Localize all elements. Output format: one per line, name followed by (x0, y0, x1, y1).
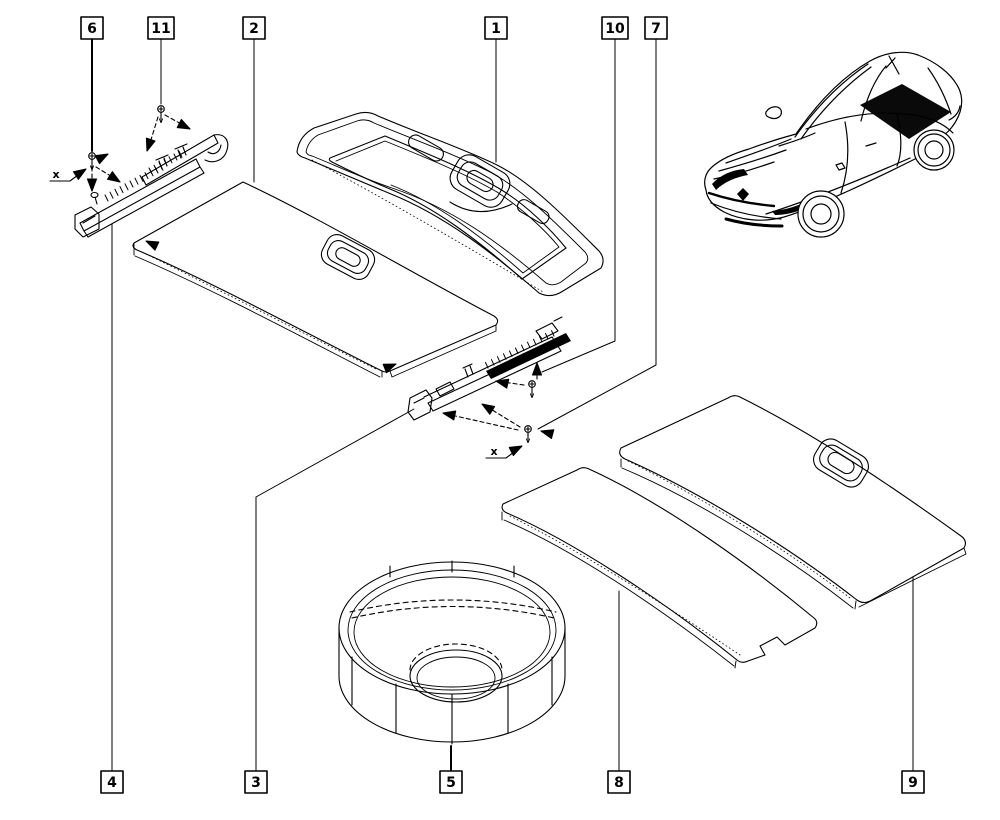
fixing-marker-left: x (49, 164, 90, 182)
panel-handle (813, 438, 869, 488)
rear-wheel (913, 129, 955, 171)
brand-diamond (737, 188, 749, 201)
arrow-icon (86, 178, 98, 192)
rail-foot (74, 206, 100, 238)
svg-text:1: 1 (491, 21, 501, 37)
rail-foot (407, 389, 433, 421)
liner-seams (351, 560, 553, 745)
callout-11[interactable]: 11 (147, 16, 175, 40)
svg-text:11: 11 (151, 21, 170, 37)
arrow-icon (531, 362, 543, 376)
callout-10[interactable]: 10 (601, 16, 629, 40)
callout-3[interactable]: 3 (244, 770, 268, 794)
arrow-icon (94, 149, 111, 165)
cargo-area-highlight (860, 84, 951, 139)
svg-text:5: 5 (446, 775, 456, 791)
leader-lines (91, 38, 914, 772)
callout-7[interactable]: 7 (644, 16, 668, 40)
callout-1[interactable]: 1 (484, 16, 508, 40)
fixing-marker-x-left: x (52, 168, 59, 181)
rail-hook (204, 134, 229, 163)
svg-text:6: 6 (87, 21, 97, 37)
screw-7 (524, 425, 532, 444)
assembly-arrows-left (86, 114, 193, 192)
callout-2[interactable]: 2 (242, 16, 266, 40)
shelf-recess (328, 135, 567, 280)
shelf-clip (516, 199, 550, 225)
spare-wheel-well-liner (338, 560, 566, 745)
arrow-icon (479, 399, 496, 415)
assembly-arrows-right (441, 362, 555, 440)
callout-4[interactable]: 4 (100, 770, 124, 794)
svg-text:4: 4 (107, 775, 117, 791)
front-wheel (797, 190, 845, 238)
callout-9[interactable]: 9 (901, 770, 925, 794)
right-slide-rail (407, 316, 571, 421)
headlight (712, 169, 748, 190)
arrow-icon (539, 426, 555, 440)
svg-text:10: 10 (605, 21, 625, 37)
svg-text:3: 3 (251, 775, 261, 791)
arrow-icon (142, 137, 156, 153)
arrow-icon (176, 118, 193, 134)
side-mirror (765, 106, 782, 120)
left-slide-rail (74, 134, 229, 238)
main-floor-panel (619, 395, 967, 610)
center-hole (409, 649, 503, 703)
svg-text:8: 8 (614, 775, 624, 791)
screw-11 (157, 105, 165, 124)
boot-floor-panel-left (132, 181, 499, 378)
antenna-mark (885, 55, 900, 75)
screw-10 (528, 380, 536, 399)
fixing-marker-x-right: x (490, 445, 497, 458)
narrow-floor-panel (501, 467, 818, 669)
leader-line-3 (255, 408, 415, 772)
svg-text:2: 2 (249, 21, 259, 37)
shelf-clip (408, 134, 444, 162)
callout-6[interactable]: 6 (80, 16, 104, 40)
callout-8[interactable]: 8 (607, 770, 631, 794)
parcel-shelf (296, 111, 604, 297)
leader-line-7 (537, 38, 657, 430)
svg-text:9: 9 (908, 775, 918, 791)
leader-line-10 (541, 38, 616, 373)
callout-5[interactable]: 5 (439, 770, 463, 794)
arrow-icon (106, 171, 124, 187)
shelf-handle (449, 154, 511, 208)
fixing-marker-right: x (485, 441, 525, 459)
arrow-icon (441, 408, 457, 421)
rail-ribbed-strip (486, 333, 571, 379)
callouts: 6 11 2 1 10 7 4 3 (80, 16, 925, 794)
svg-text:7: 7 (651, 21, 661, 37)
vehicle-thumbnail (704, 51, 963, 238)
arrow-icon (143, 236, 160, 251)
panel-handle (320, 233, 376, 281)
